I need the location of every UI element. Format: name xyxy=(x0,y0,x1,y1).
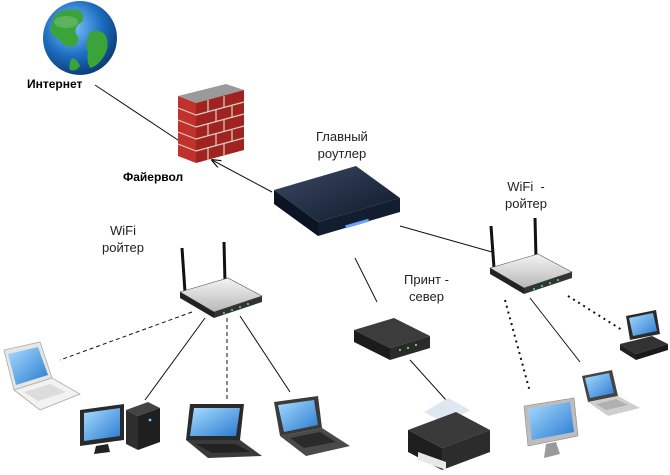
laptop-icon xyxy=(274,396,350,456)
edge-wiferight-monitor xyxy=(504,299,531,393)
monitor-icon xyxy=(523,397,579,458)
wifi-router-icon xyxy=(489,217,573,294)
edge-router-printserver xyxy=(354,257,378,303)
edge-printserver-printer xyxy=(409,359,447,401)
connections xyxy=(59,84,623,402)
main-router-label: Главный роутлер xyxy=(316,129,368,161)
edge-wifileft-laptopcenter xyxy=(239,315,291,393)
laptop-icon xyxy=(582,370,640,416)
edge-wiferight-laptop xyxy=(529,297,581,363)
wifi-router-right-label: WiFi - ройтер xyxy=(505,179,547,211)
edge-wifileft-laptop xyxy=(59,311,193,361)
edge-wiferight-workstation xyxy=(567,295,623,331)
tablet-pc-icon xyxy=(186,404,262,458)
laptop-icon xyxy=(3,341,81,411)
globe-icon xyxy=(43,1,117,75)
edge-wifileft-desktop xyxy=(144,317,206,401)
brick-wall-icon xyxy=(177,84,245,163)
internet-label: Интернет xyxy=(27,77,83,91)
wifi-router-left-label: WiFi ройтер xyxy=(102,223,144,255)
edge-router-wifi-right xyxy=(399,225,493,253)
wifi-router-icon xyxy=(179,241,263,318)
edge-router-firewall xyxy=(212,160,273,193)
print-server-label: Принт - север xyxy=(404,272,449,304)
print-server-icon xyxy=(354,318,430,360)
desktop-pc-icon xyxy=(80,402,160,454)
firewall-label: Файервол xyxy=(123,170,184,184)
router-icon xyxy=(274,166,400,236)
printer-icon xyxy=(408,398,490,470)
workstation-icon xyxy=(620,310,668,360)
